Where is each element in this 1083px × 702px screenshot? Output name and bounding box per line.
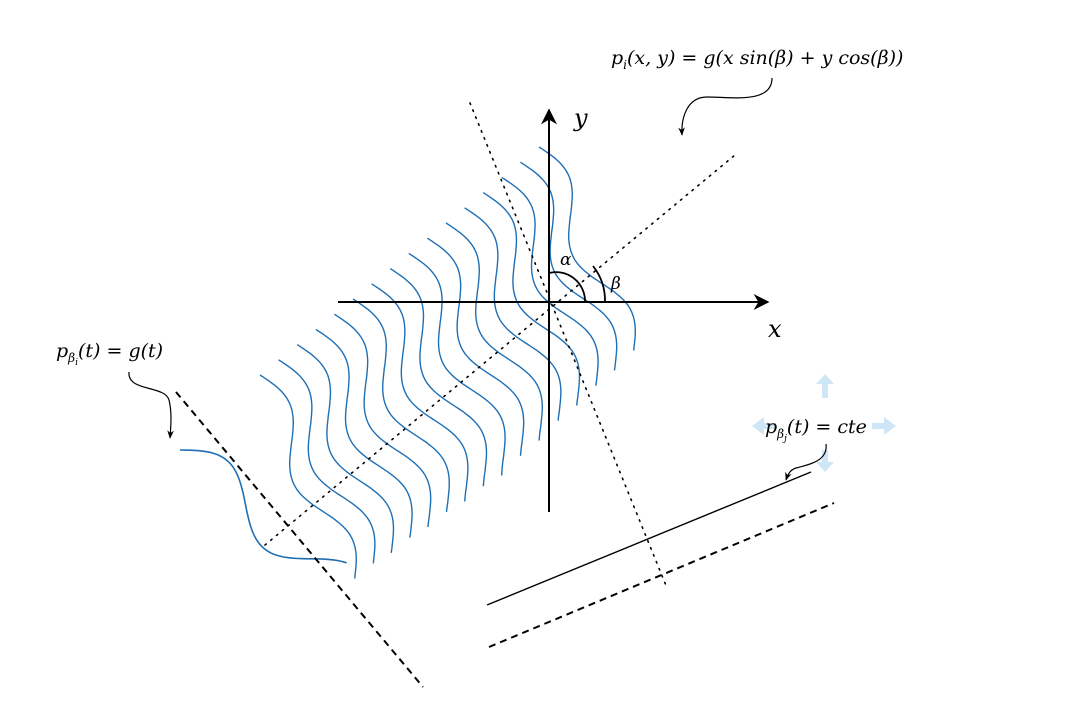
formula-right-pointer-arrow <box>785 443 827 481</box>
wave-curve <box>482 192 581 406</box>
wave-curve <box>538 146 637 351</box>
wave-curve <box>371 283 469 502</box>
formula-left-sub: β <box>67 351 75 365</box>
wave-curve <box>352 298 451 512</box>
wave-curve <box>296 344 395 554</box>
formula-top-sub: i <box>623 58 627 72</box>
wave-field <box>179 146 637 579</box>
wave-curve <box>501 176 599 386</box>
y-axis-label: y <box>573 104 588 132</box>
wave-curve <box>315 328 413 538</box>
wave-curve <box>334 313 432 528</box>
right-solid-projection-line <box>486 471 812 606</box>
formula-left-rest: (t) = g(t) <box>78 340 163 362</box>
formula-left-subsub: i <box>75 358 78 368</box>
move-arrows-icon[interactable] <box>752 374 896 472</box>
beta-label: β <box>610 274 621 294</box>
beta-arc <box>592 265 606 303</box>
formula-top-p: p <box>611 47 623 69</box>
wave-curve <box>464 207 562 421</box>
wave-curve <box>278 359 376 564</box>
right-dashed-projection-line <box>488 502 835 648</box>
formula-top: pi(x, y) = g(x sin(β) + y cos(β)) <box>611 47 903 72</box>
wave-curve <box>445 222 544 441</box>
formula-right: pβj(t) = cte <box>765 416 867 444</box>
formula-right-rest: (t) = cte <box>787 416 867 438</box>
wave-curve <box>389 268 488 487</box>
formula-right-subsub: j <box>782 434 787 444</box>
alpha-label: α <box>560 250 572 270</box>
left-dashed-projection-line <box>175 391 424 688</box>
wave-curve <box>408 252 506 476</box>
x-axis-label: x <box>768 315 782 343</box>
formula-left-pointer-arrow <box>128 371 174 439</box>
formula-right-sub: β <box>776 427 784 441</box>
formula-right-p: p <box>765 416 777 438</box>
projected-wave-curve <box>179 449 347 564</box>
alpha-arc <box>548 271 586 303</box>
dotted-perpendicular-line <box>469 102 668 589</box>
formula-top-args: (x, y) = g(x sin(β) + y cos(β)) <box>627 47 903 69</box>
wave-curve <box>259 374 358 579</box>
formula-left-p: p <box>56 340 68 362</box>
formula-left: pβi(t) = g(t) <box>56 340 163 368</box>
dotted-beta-direction-line <box>264 154 736 546</box>
formula-top-pointer-arrow <box>678 77 773 136</box>
wave-curve <box>427 237 525 456</box>
